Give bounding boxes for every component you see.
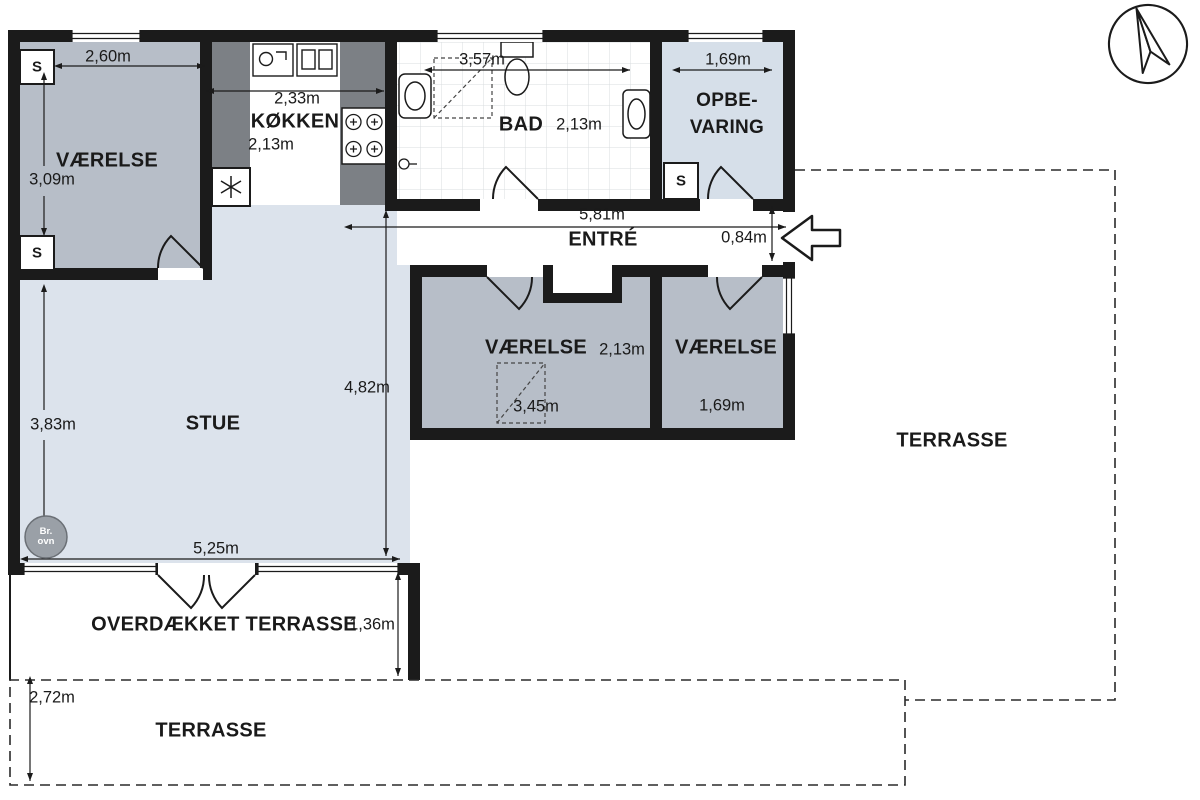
wall-openings [158, 199, 795, 575]
wood-stove-label: Br. ovn [38, 527, 55, 547]
door-storage [706, 165, 754, 200]
door-bedroom-mid [486, 276, 534, 311]
door-terrace-right [207, 574, 256, 610]
dim-storage-width: 1,69m [705, 50, 751, 69]
wood-stove-icon [24, 515, 68, 559]
freezer-icon [211, 167, 251, 207]
dim-bedroom-nw-width: 2,60m [85, 47, 131, 66]
hall-floor [397, 211, 783, 265]
dim-covered-terrace-depth: 1,36m [349, 615, 395, 634]
windows [23, 30, 795, 575]
door-bathroom [491, 165, 539, 200]
room-label-living: STUE [185, 412, 241, 435]
wood-stove-label-line1: Br. [39, 526, 53, 537]
dim-living-width: 5,25m [193, 539, 239, 558]
dim-bedroom-mid-width: 2,13m [599, 340, 645, 359]
bath-sink-right-icon [622, 89, 651, 139]
closet-label-nw-top: S [31, 58, 43, 76]
compass-icon [1107, 3, 1189, 85]
dimension-lines [20, 63, 786, 781]
hatch-icon [496, 362, 546, 424]
dim-hallway-width: 0,84m [721, 228, 767, 247]
room-label-terrace-east: TERRASSE [896, 429, 1008, 452]
dim-bathroom-width: 3,57m [459, 50, 505, 69]
room-label-kitchen: KØKKEN [250, 110, 340, 133]
room-label-storage-line1: OPBE- [696, 90, 758, 111]
dim-bedroom-nw-depth: 3,09m [29, 170, 75, 189]
dim-bedroom-east-width: 1,69m [699, 396, 745, 415]
door-bedroom-east [715, 276, 763, 311]
terrace-outline [9, 169, 1116, 786]
wood-stove-label-line2: ovn [37, 536, 55, 547]
door-terrace-left [157, 574, 206, 610]
floor-drain-icon [398, 158, 417, 170]
room-label-hallway: ENTRÉ [568, 228, 638, 251]
closet-label-storage: S [675, 172, 687, 190]
room-label-covered-terrace: OVERDÆKKET TERRASSE [91, 613, 357, 636]
doors [156, 165, 763, 610]
dim-terrace-south-offset: 2,72m [29, 688, 75, 707]
kitchen-sink-unit-icon [252, 43, 338, 77]
closet-label-nw-bottom: S [31, 244, 43, 262]
room-label-bedroom-mid: VÆRELSE [484, 336, 588, 359]
closet-boxes [19, 49, 699, 271]
living-room-fill [20, 205, 410, 575]
bath-sink-left-icon [398, 73, 432, 119]
room-label-terrace-south: TERRASSE [155, 719, 267, 742]
room-label-bathroom: BAD [498, 113, 544, 136]
dim-living-inner-height: 4,82m [344, 378, 390, 397]
room-label-storage-line2: VARING [689, 117, 765, 138]
dim-kitchen-depth: 2,13m [248, 135, 294, 154]
dim-living-depth: 3,83m [30, 415, 76, 434]
room-label-bedroom-nw: VÆRELSE [55, 149, 159, 172]
door-bedroom-nw [156, 234, 204, 269]
room-label-bedroom-east: VÆRELSE [674, 336, 778, 359]
entrance-arrow-icon [780, 214, 842, 262]
stove-icon [341, 107, 387, 165]
shower-area-icon [433, 57, 493, 119]
dim-bedroom-mid-depth: 3,45m [513, 397, 559, 416]
dim-bathroom-depth: 2,13m [556, 115, 602, 134]
dim-kitchen-width: 2,33m [274, 89, 320, 108]
dim-hallway-length: 5,81m [579, 205, 625, 224]
